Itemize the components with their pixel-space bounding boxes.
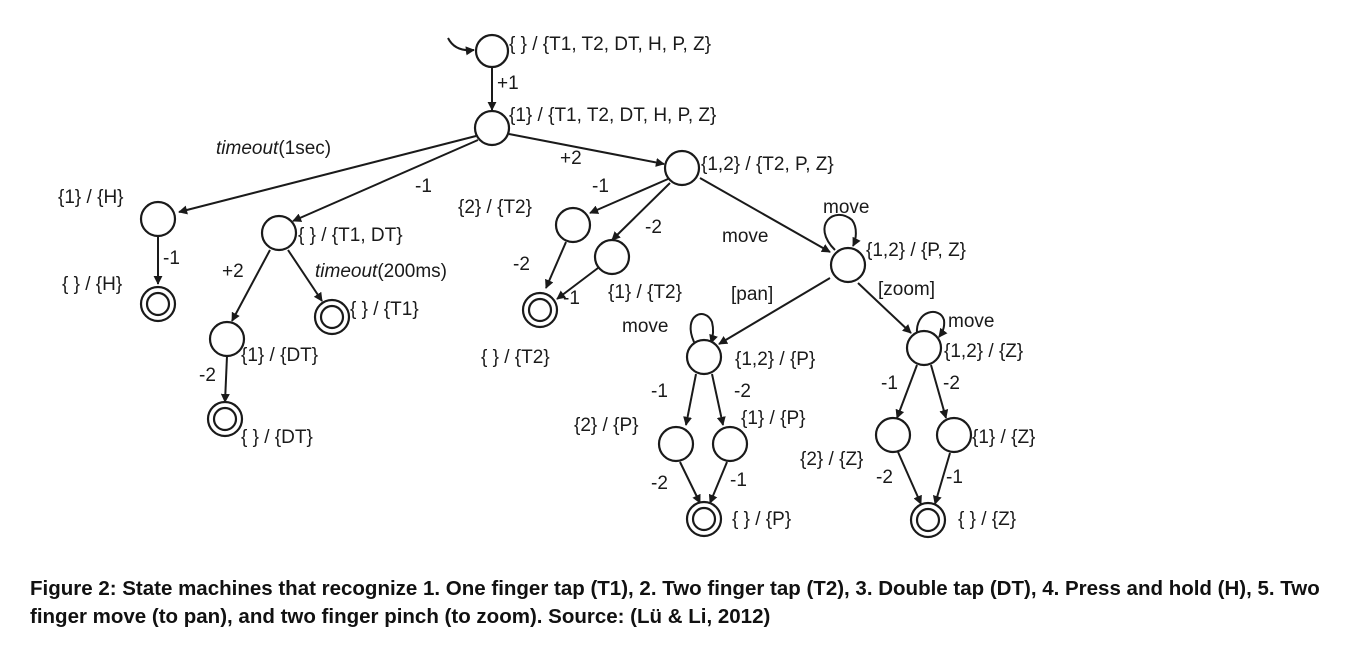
state-two-finger bbox=[663, 149, 701, 187]
label-zoom-minus2: -2 bbox=[943, 373, 960, 394]
label-zoom: {1,2} / {Z} bbox=[944, 341, 1023, 362]
state-pan-one bbox=[711, 425, 749, 463]
states bbox=[139, 33, 973, 539]
label-minus1-b: -1 bbox=[592, 176, 609, 197]
label-pan-end: { } / {P} bbox=[732, 509, 791, 530]
label-t2-one: {1} / {T2} bbox=[608, 282, 682, 303]
edge-pan-pan2 bbox=[683, 373, 697, 426]
figure-caption: Figure 2: State machines that recognize … bbox=[30, 577, 1320, 628]
label-move-edge: move bbox=[722, 226, 768, 247]
edge-s1-s12 bbox=[508, 133, 665, 167]
label-move-loop: move bbox=[823, 197, 869, 218]
label-plus2-a: +2 bbox=[560, 148, 582, 169]
label-hold: {1} / {H} bbox=[58, 187, 124, 208]
state-zoom-one bbox=[935, 416, 973, 454]
edge-t2_1-end bbox=[556, 267, 599, 300]
state-t2-one bbox=[593, 238, 631, 276]
edge-pan1-end bbox=[708, 461, 728, 504]
label-zoom-guard: [zoom] bbox=[878, 279, 935, 300]
label-dt-end: { } / {DT} bbox=[241, 427, 313, 448]
label-zoom-two: {2} / {Z} bbox=[800, 449, 863, 470]
label-minus1-hold: -1 bbox=[163, 248, 180, 269]
state-double-tap-end-inner bbox=[212, 406, 238, 432]
edge-pan-pan1 bbox=[711, 373, 726, 426]
state-start bbox=[474, 33, 510, 69]
edge-tapwait-tapend bbox=[287, 249, 323, 302]
state-zoom-two bbox=[874, 416, 912, 454]
label-dt1: {1} / {DT} bbox=[241, 345, 318, 366]
edges bbox=[153, 37, 951, 505]
label-pan-minus2: -2 bbox=[734, 381, 751, 402]
state-double-tap-one bbox=[208, 320, 246, 358]
label-zoom-minus1b: -1 bbox=[946, 467, 963, 488]
edge-s1-tapwait bbox=[292, 139, 479, 222]
state-one-finger bbox=[473, 109, 511, 147]
edge-dt1-dtend bbox=[220, 355, 230, 403]
label-t2-end: { } / {T2} bbox=[481, 347, 550, 368]
edge-zoom2-end bbox=[897, 451, 922, 505]
state-zoom-end-inner bbox=[915, 507, 941, 533]
edge-zoom-zoom2 bbox=[895, 364, 918, 419]
label-tap-wait: { } / {T1, DT} bbox=[298, 225, 403, 246]
label-minus1-a: -1 bbox=[415, 176, 432, 197]
start-arrow bbox=[447, 37, 475, 56]
label-pan-guard: [pan] bbox=[731, 284, 773, 305]
edge-tapwait-dt1 bbox=[231, 249, 271, 322]
label-pan: {1,2} / {P} bbox=[735, 349, 815, 370]
state-tap-end-inner bbox=[319, 304, 345, 330]
edge-zoom1-end bbox=[932, 452, 951, 505]
label-s12: {1,2} / {T2, P, Z} bbox=[701, 154, 834, 175]
label-zoom-minus2b: -2 bbox=[876, 467, 893, 488]
state-pan-end-inner bbox=[691, 506, 717, 532]
edge-pz-pan bbox=[718, 277, 831, 345]
label-timeout-200ms: timeout(200ms) bbox=[315, 261, 447, 282]
state-pan-zoom bbox=[829, 246, 867, 284]
label-minus2-c: -2 bbox=[513, 254, 530, 275]
label-s0: { } / {T1, T2, DT, H, P, Z} bbox=[509, 34, 711, 55]
label-minus2-d: -2 bbox=[645, 217, 662, 238]
label-hold-end: { } / {H} bbox=[62, 274, 122, 295]
state-t2-end-inner bbox=[527, 297, 553, 323]
edge-labels: +1 timeout(1sec) -1 +2 -1 -1 +2 timeout(… bbox=[163, 73, 994, 494]
state-labels: { } / {T1, T2, DT, H, P, Z} {1} / {T1, T… bbox=[58, 34, 1035, 530]
label-tap-end: { } / {T1} bbox=[350, 299, 419, 320]
label-zoom-end: { } / {Z} bbox=[958, 509, 1016, 530]
state-pan bbox=[685, 338, 723, 376]
edge-pan2-end bbox=[679, 461, 701, 504]
state-t2-two bbox=[554, 206, 592, 244]
label-pan-one: {1} / {P} bbox=[741, 408, 805, 429]
edge-s12-t2_1 bbox=[611, 182, 671, 241]
label-move-pan: move bbox=[622, 316, 668, 337]
state-tap-wait bbox=[260, 214, 298, 252]
edge-s12-t2_2 bbox=[589, 178, 669, 214]
state-hold-end-inner bbox=[145, 291, 171, 317]
label-pan-zoom: {1,2} / {P, Z} bbox=[866, 240, 966, 261]
label-pan-two: {2} / {P} bbox=[574, 415, 638, 436]
label-plus2-b: +2 bbox=[222, 261, 244, 282]
edge-s12-pz bbox=[699, 177, 831, 253]
label-pan-minus1b: -1 bbox=[730, 470, 747, 491]
label-minus1-c: -1 bbox=[563, 288, 580, 309]
state-zoom bbox=[905, 329, 943, 367]
loop-pz bbox=[823, 213, 861, 251]
label-plus1: +1 bbox=[497, 73, 519, 94]
label-timeout-1sec: timeout(1sec) bbox=[216, 138, 331, 159]
label-pan-minus2b: -2 bbox=[651, 473, 668, 494]
edge-t2_2-end bbox=[545, 241, 567, 289]
edge-pz-zoom bbox=[857, 282, 912, 334]
label-move-zoom: move bbox=[948, 311, 994, 332]
state-machine-diagram: { } / {T1, T2, DT, H, P, Z} {1} / {T1, T… bbox=[58, 33, 1035, 539]
label-s1: {1} / {T1, T2, DT, H, P, Z} bbox=[509, 105, 716, 126]
label-minus2-dt: -2 bbox=[199, 365, 216, 386]
label-pan-minus1: -1 bbox=[651, 381, 668, 402]
label-t2-two: {2} / {T2} bbox=[458, 197, 532, 218]
label-zoom-minus1: -1 bbox=[881, 373, 898, 394]
edge-s1-hold bbox=[178, 135, 477, 215]
label-zoom-one: {1} / {Z} bbox=[972, 427, 1035, 448]
loop-zoom bbox=[915, 310, 948, 338]
state-pan-two bbox=[657, 425, 695, 463]
edge-zoom-zoom1 bbox=[930, 364, 949, 419]
loop-pan bbox=[689, 313, 718, 344]
state-hold bbox=[139, 200, 177, 238]
